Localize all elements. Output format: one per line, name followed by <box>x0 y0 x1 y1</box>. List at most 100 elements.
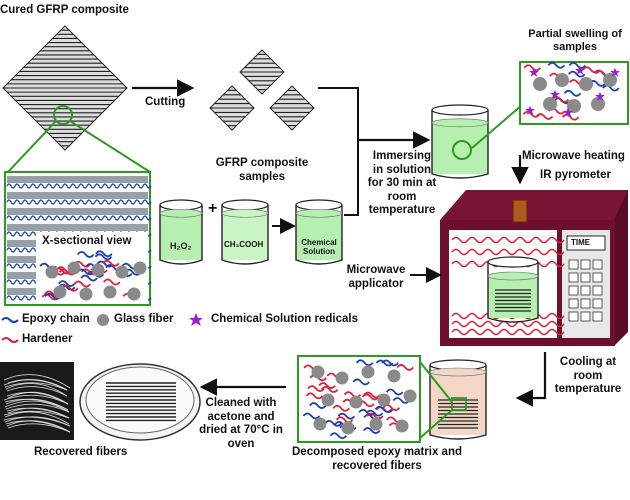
decomposed-glass-fiber <box>336 372 349 385</box>
swelling-box <box>520 62 628 124</box>
zoom-line-right <box>70 121 150 172</box>
cured-diamond <box>3 26 127 150</box>
keypad-key <box>593 273 602 282</box>
ir-pyrometer-sensor <box>513 200 527 222</box>
decomposed-glass-fiber <box>312 366 325 379</box>
legend-glass-fiber-swatch <box>97 314 109 326</box>
decomposed-glass-fiber <box>404 390 417 403</box>
keypad-key <box>581 286 590 295</box>
decomposed-glass-fiber <box>370 418 383 431</box>
microwave-beaker-rim <box>488 257 538 267</box>
swelling-glass-fiber <box>555 73 569 87</box>
sample-diamond-top <box>240 50 284 94</box>
label-microwave-applicator: Microwaveapplicator <box>340 264 412 291</box>
xsection-glass-fiber <box>46 266 59 279</box>
beaker-solution-surface <box>296 209 342 217</box>
beaker-acid-surface <box>222 209 268 217</box>
decomposed-glass-fiber <box>362 366 375 379</box>
label-immersing: Immersingin solution for 30 min atroom t… <box>364 150 440 218</box>
label-cooling: Cooling atroomtemperature <box>548 356 628 397</box>
label-decomposed: Decomposed epoxy matrix andrecovered fib… <box>292 446 462 473</box>
legend-glass-fiber: Glass fiber <box>114 313 173 327</box>
keypad-key <box>569 286 578 295</box>
legend-radical-star <box>189 313 203 326</box>
legend-hardener: Hardener <box>22 333 73 347</box>
keypad-key <box>581 273 590 282</box>
xsection-glass-fiber <box>92 264 105 277</box>
plus-sign: + <box>208 200 217 219</box>
legend-epoxy-swatch <box>2 318 18 322</box>
immersion-beaker-liquid <box>432 123 488 174</box>
sample-diamond-right <box>270 86 314 130</box>
beaker-h2o2-liquid <box>160 213 202 260</box>
legend-epoxy-chain: Epoxy chain <box>22 313 90 327</box>
decomposed-glass-fiber <box>396 420 409 433</box>
xsection-glass-fiber <box>128 288 141 301</box>
keypad-key <box>593 299 602 308</box>
decomposed-glass-fiber <box>342 422 355 435</box>
beaker-h2o2-label: H₂O₂ <box>170 241 192 252</box>
decomposed-glass-fiber <box>314 418 327 431</box>
beaker-acid <box>222 200 268 264</box>
petri-dish <box>80 364 200 440</box>
keypad-key <box>581 299 590 308</box>
decomposed-glass-fiber <box>378 394 391 407</box>
xsection-glass-fiber <box>54 286 67 299</box>
keypad-key <box>581 312 590 321</box>
cooling-arrow <box>520 352 545 398</box>
xsection-glass-fiber <box>104 286 117 299</box>
decomposed-glass-fiber <box>388 370 401 383</box>
decomposed-glass-fiber <box>322 394 335 407</box>
decomposed-box <box>298 356 420 442</box>
label-cutting: Cutting <box>145 96 185 110</box>
laminate-fiber-layer <box>7 192 148 199</box>
immersion-beaker-rim <box>432 105 488 115</box>
time-display-text: TIME <box>571 238 590 247</box>
laminate-fiber-layer <box>7 224 148 231</box>
sample-diamond-left <box>210 86 254 130</box>
label-ir-pyrometer: IR pyrometer <box>540 169 611 183</box>
beaker-acid-rim <box>222 200 268 210</box>
keypad-key <box>593 286 602 295</box>
gfrp-samples <box>210 50 314 130</box>
beaker-h2o2-rim <box>160 200 202 210</box>
label-microwave-heating: Microwave heating <box>522 150 625 164</box>
label-cured-composite: Cured GFRP composite <box>0 4 129 18</box>
label-partial-swelling: Partial swelling ofsamples <box>520 28 630 54</box>
samples-bracket <box>318 88 358 215</box>
swelling-glass-fiber <box>603 73 617 87</box>
beaker-h2o2-surface <box>160 209 202 217</box>
label-gfrp-samples: GFRP compositesamples <box>206 157 318 184</box>
swelling-glass-fiber <box>533 77 547 91</box>
beaker-acid-label: CH₃COOH <box>224 240 263 249</box>
microwave <box>440 190 628 346</box>
xsection-glass-fiber <box>80 288 93 301</box>
laminate-fiber-layer <box>7 176 148 183</box>
swelling-glass-fiber <box>579 77 593 91</box>
beaker-h2o2 <box>160 200 202 264</box>
legend-chemical-radicals: Chemical Solution redicals <box>211 313 358 327</box>
keypad-key <box>593 312 602 321</box>
microwave-top <box>440 190 628 220</box>
keypad-key <box>569 299 578 308</box>
recovered-fibers-photo <box>0 362 74 440</box>
cooled-beaker <box>430 360 486 439</box>
zoom-line-left <box>8 121 56 172</box>
laminate-fiber-layer <box>7 208 148 215</box>
legend-hardener-swatch <box>2 338 18 342</box>
beaker-solution-rim <box>296 200 342 210</box>
keypad-key <box>569 312 578 321</box>
label-x-sectional-view: X-sectional view <box>40 235 133 249</box>
beaker-solution-label: ChemicalSolution <box>296 238 342 257</box>
xsection-glass-fiber <box>116 266 129 279</box>
label-recovered-fibers: Recovered fibers <box>34 446 127 460</box>
immersion-beaker-surface <box>432 119 488 127</box>
label-cleaned: Cleaned withacetone and dried at 70°C in… <box>192 397 290 451</box>
keypad-key <box>569 273 578 282</box>
swelling-glass-fiber <box>543 97 557 111</box>
xsection-glass-fiber <box>134 262 147 275</box>
cured-composite-block <box>3 26 150 172</box>
xsection-glass-fiber <box>68 262 81 275</box>
keypad-key <box>569 260 578 269</box>
cooled-beaker-surface <box>430 368 486 376</box>
